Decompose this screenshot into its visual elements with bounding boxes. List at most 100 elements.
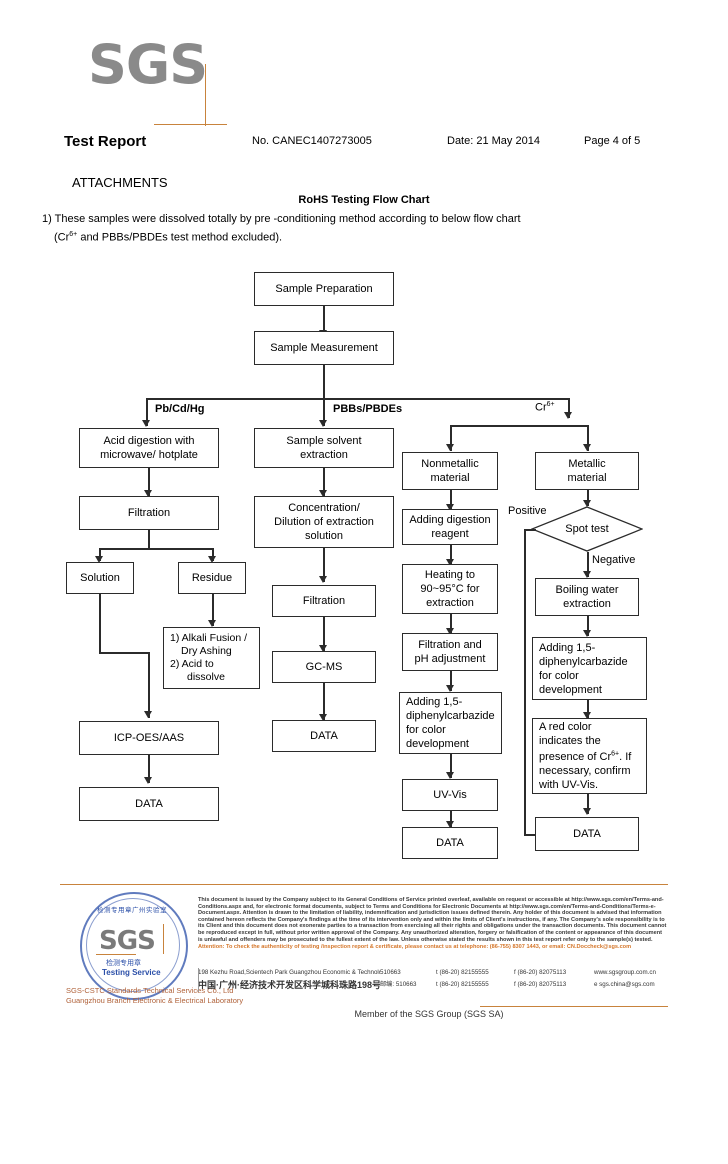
ph-line1: Filtration and <box>418 639 482 651</box>
node-metallic-material: Metallic material <box>535 452 639 490</box>
arrow-dpc-to-uvvis <box>446 772 454 779</box>
node-alkali-fusion: 1) Alkali Fusion / Dry Ashing 2) Acid to… <box>163 627 260 689</box>
spot-test-label: Spot test <box>565 523 609 535</box>
stamp-company-line-1: SGS-CSTC Standards Technical Services Co… <box>66 986 234 995</box>
logo-horizontal-rule <box>154 124 227 125</box>
dpc-line1: Adding 1,5- <box>406 696 463 708</box>
arrow-solvent-to-conc <box>319 490 327 497</box>
acid-digestion-line2: microwave/ hotplate <box>100 449 198 461</box>
heating-line3: extraction <box>426 597 474 609</box>
arrow-to-residue <box>208 556 216 563</box>
edge-measure-trunk <box>323 365 325 399</box>
solvent-line2: extraction <box>300 449 348 461</box>
arrow-gcms-to-data <box>319 714 327 721</box>
edge-bus-left-drop <box>146 398 148 426</box>
edge-split-bus <box>146 398 569 400</box>
edge-redcolor-to-data <box>587 794 589 814</box>
legal-attention-text[interactable]: Attention: To check the authenticity of … <box>198 944 632 951</box>
address-cn: 中国·广州·经济技术开发区科学城科珠路198号 <box>198 980 380 990</box>
alkali-line3: 2) Acid to <box>170 658 214 670</box>
boiling-line2: extraction <box>563 598 611 610</box>
stamp-logo-vrule <box>163 924 164 954</box>
arrow-redcolor-to-data <box>583 808 591 815</box>
node-data-metallic: DATA <box>535 817 639 851</box>
arrow-boiling-to-dpc <box>583 630 591 637</box>
node-concentration-dilution: Concentration/ Dilution of extraction so… <box>254 496 394 548</box>
heating-line1: Heating to <box>424 569 476 581</box>
arrow-acid-to-filtration <box>144 490 152 497</box>
legal-body-text: This document is issued by the Company s… <box>198 897 667 943</box>
node-gc-ms: GC-MS <box>272 651 376 683</box>
edge-solution-down <box>99 594 101 654</box>
arrow-reagent-to-heating <box>446 559 454 566</box>
tel-cn: t (86-20) 82155555 <box>436 981 489 988</box>
edge-nonmetallic-to-reagent <box>450 490 452 510</box>
conc-line1: Concentration/ <box>288 502 360 514</box>
edge-cr6-nonmetallic-drop <box>450 425 452 451</box>
dpc-line4: development <box>406 738 469 750</box>
legal-disclaimer: This document is issued by the Company s… <box>198 897 668 951</box>
redcolor-line3: presence of Cr6+. If <box>539 750 632 764</box>
edge-icp-to-data <box>148 755 150 783</box>
node-adding-digestion-reagent: Adding digestion reagent <box>402 509 498 545</box>
edge-label-negative: Negative <box>592 554 636 566</box>
tel-en: t (86-20) 82155555 <box>436 969 489 976</box>
edge-filtration-split-bus <box>99 548 213 550</box>
arrow-negative-to-boiling <box>583 571 591 578</box>
cr6-branch-superscript: 6+ <box>546 401 555 408</box>
arrow-heating-to-ph <box>446 628 454 635</box>
acid-digestion-line1: Acid digestion with <box>103 435 195 447</box>
node-red-color-indication: A red color indicates the presence of Cr… <box>532 718 647 794</box>
edge-bus-right-drop <box>568 398 570 418</box>
arrow-to-icp <box>144 711 152 718</box>
member-text: Member of the SGS Group (SGS SA) <box>354 1009 504 1019</box>
branch-label-cr6: Cr6+ <box>535 401 555 414</box>
footer-divider <box>60 884 668 885</box>
edge-residue-to-alkali <box>212 594 214 626</box>
dpc2-line4: development <box>539 683 602 696</box>
footer-address-block: 198 Kezhu Road,Scientech Park Guangzhou … <box>198 968 668 992</box>
logo-vertical-rule <box>205 64 206 126</box>
arrow-conc-to-filtration <box>319 576 327 583</box>
node-nonmetallic-material: Nonmetallic material <box>402 452 498 490</box>
member-divider <box>480 1006 668 1007</box>
arrow-branch-pbbs <box>319 420 327 427</box>
node-icp-oes-aas: ICP-OES/AAS <box>79 721 219 755</box>
arrow-nonmetallic-to-reagent <box>446 504 454 511</box>
edge-solvent-to-conc <box>323 468 325 496</box>
member-of-sgs-group: Member of the SGS Group (SGS SA) <box>0 1009 728 1019</box>
branch-label-pbbs-pbdes: PBBs/PBDEs <box>333 403 403 415</box>
attachments-heading: ATTACHMENTS <box>72 175 168 190</box>
sgs-official-stamp: 检测专用章广州实验室 SGS 检测专用章 Testing Service SGS… <box>66 890 243 1005</box>
node-data-nonmetallic: DATA <box>402 827 498 859</box>
alkali-line4: dissolve <box>187 671 225 683</box>
fax-cn: f (86-20) 82075113 <box>514 981 567 988</box>
report-number: No. CANEC1407273005 <box>252 135 372 147</box>
stamp-testing-service: Testing Service <box>102 968 161 977</box>
website[interactable]: www.sgsgroup.com.cn <box>594 969 656 976</box>
sgs-logo: SGS <box>88 36 227 126</box>
email-cn[interactable]: e sgs.china@sgs.com <box>594 981 655 988</box>
report-date: Date: 21 May 2014 <box>447 135 540 147</box>
report-page: SGS Test Report No. CANEC1407273005 Date… <box>0 36 728 1019</box>
ph-line2: pH adjustment <box>414 653 486 665</box>
heating-line2: 90~95°C for <box>420 583 480 595</box>
edge-dpc-to-uvvis <box>450 754 452 778</box>
conc-line2: Dilution of extraction <box>274 516 374 528</box>
zip-en: 510663 <box>380 969 401 976</box>
node-uv-vis: UV-Vis <box>402 779 498 811</box>
solvent-line1: Sample solvent <box>286 435 362 447</box>
nonmetallic-line2: material <box>430 472 470 484</box>
boiling-line1: Boiling water <box>555 584 619 596</box>
node-solution: Solution <box>66 562 134 594</box>
edge-ph-to-dpc <box>450 671 452 691</box>
arrow-dpc2-to-redcolor <box>583 712 591 719</box>
address-separator <box>198 968 199 992</box>
arrow-branch-cr6 <box>564 412 572 419</box>
edge-dpc2-to-redcolor <box>587 700 589 718</box>
branch-label-pb-cd-hg: Pb/Cd/Hg <box>155 403 205 415</box>
digestion-line2: reagent <box>431 528 469 540</box>
redcolor-line2: indicates the <box>539 734 601 747</box>
dpc-line3: for color <box>406 724 446 736</box>
edge-filtration-trunk <box>148 530 150 549</box>
